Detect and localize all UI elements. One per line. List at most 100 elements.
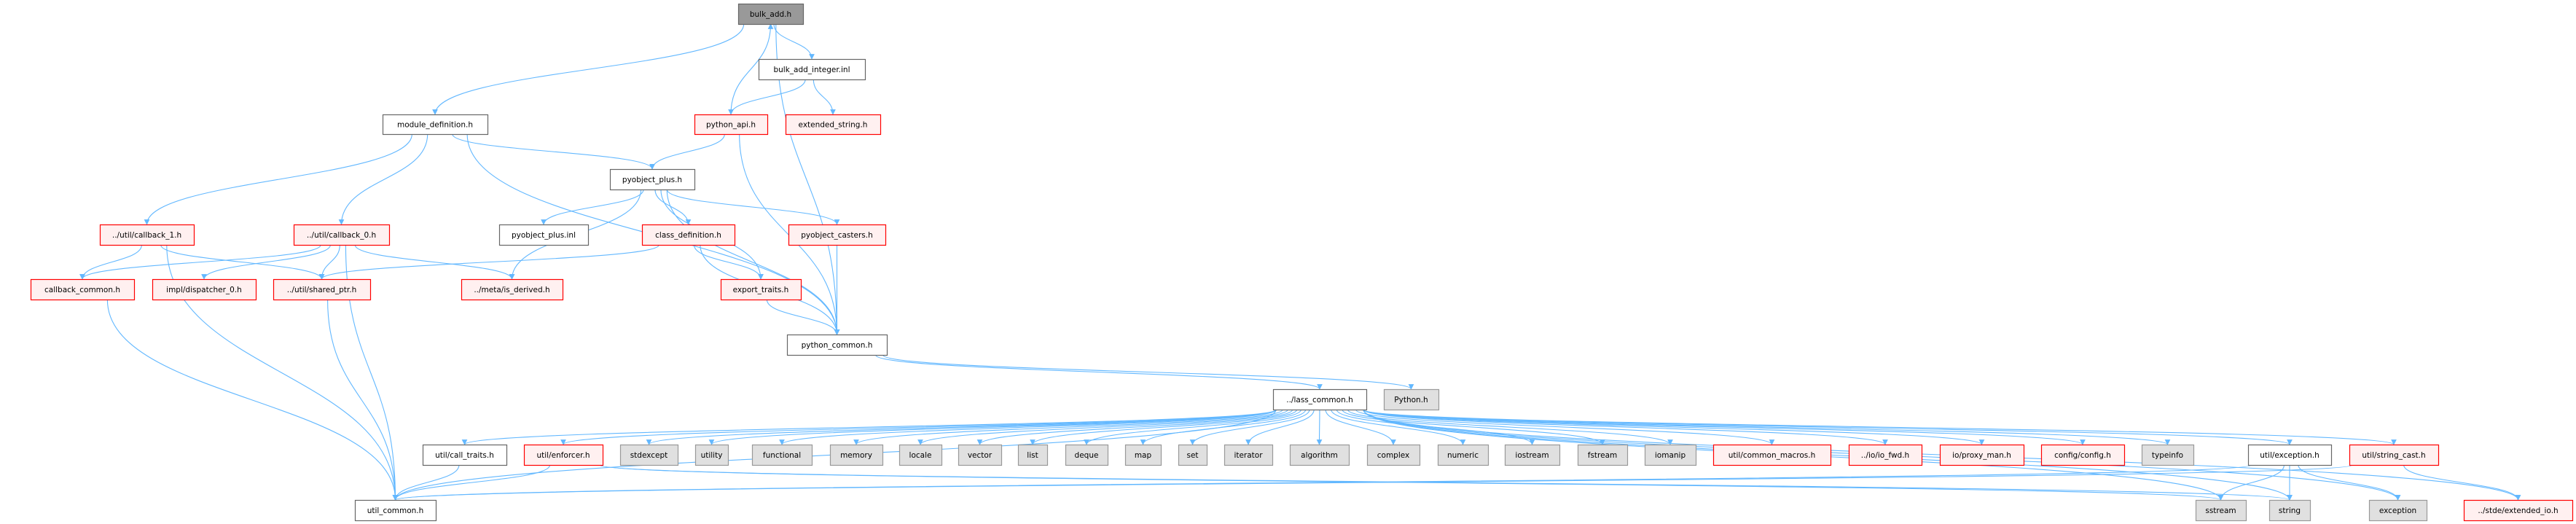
node-typeinfo[interactable]: typeinfo — [2141, 444, 2195, 466]
node-box — [788, 224, 887, 246]
node-python-common[interactable]: python_common.h — [786, 334, 888, 356]
node-algorithm[interactable]: algorithm — [1289, 444, 1350, 466]
edge-pyobject_plus-to-pyobject_plus_inl — [541, 189, 644, 225]
edge-lass_common-to-memory — [853, 409, 1283, 445]
node-set[interactable]: set — [1178, 444, 1208, 466]
node-util-common[interactable]: util_common.h — [354, 499, 437, 522]
node-box — [2040, 444, 2126, 466]
node-sstream[interactable]: sstream — [2195, 499, 2247, 522]
node-python-api[interactable]: python_api.h — [694, 114, 769, 136]
node-list[interactable]: list — [1017, 444, 1049, 466]
node-label: util/exception.h — [2260, 451, 2319, 460]
node-box — [1017, 444, 1049, 466]
node-pyobject-plus-inl[interactable]: pyobject_plus.inl — [498, 224, 590, 246]
node-label: pyobject_casters.h — [801, 231, 873, 240]
nodes-layer: bulk_add.h bulk_add_integer.inl python_api… — [30, 3, 2574, 522]
node-class-definition[interactable]: class_definition.h — [641, 224, 736, 246]
edge-callback_common-to-util_common — [106, 299, 399, 501]
node-memory[interactable]: memory — [829, 444, 884, 466]
edge-pyobject_plus-to-pyobject_casters — [666, 189, 840, 225]
node-module-definition[interactable]: module_definition.h — [382, 114, 489, 136]
node-pyobject-casters[interactable]: pyobject_casters.h — [788, 224, 887, 246]
node-python-h[interactable]: Python.h — [1383, 388, 1440, 411]
node-label: vector — [968, 451, 993, 460]
edge-bulk_add-to-bulk_add_integer — [773, 23, 815, 60]
node-vector[interactable]: vector — [958, 444, 1003, 466]
edge-python_api-to-pyobject_plus — [649, 133, 725, 170]
node-shared-ptr[interactable]: ../util/shared_ptr.h — [273, 278, 372, 301]
node-label: config/config.h — [2054, 451, 2111, 460]
node-label: impl/dispatcher_0.h — [166, 286, 242, 294]
node-bulk-add[interactable]: bulk_add.h — [737, 3, 804, 26]
edge-module_definition-to-callback_0 — [338, 133, 428, 225]
edge-python_common-to-lass_common — [874, 354, 1323, 390]
node-callback-1[interactable]: ../util/callback_1.h — [99, 224, 195, 246]
node-numeric[interactable]: numeric — [1437, 444, 1489, 466]
edge-lass_common-to-string_cast — [1363, 409, 2397, 445]
node-label: ../lass_common.h — [1286, 396, 1352, 404]
node-box — [1504, 444, 1561, 466]
node-label: class_definition.h — [655, 231, 721, 240]
node-stdexcept[interactable]: stdexcept — [619, 444, 679, 466]
node-box — [609, 168, 696, 191]
node-io-fwd[interactable]: ../io/io_fwd.h — [1848, 444, 1923, 466]
node-string[interactable]: string — [2268, 499, 2311, 522]
node-box — [737, 3, 804, 26]
node-label: bulk_add.h — [750, 10, 791, 19]
node-iomanip[interactable]: iomanip — [1644, 444, 1697, 466]
node-call-traits[interactable]: util/call_traits.h — [422, 444, 508, 466]
node-label: iostream — [1515, 451, 1549, 460]
node-exception[interactable]: exception — [2368, 499, 2428, 522]
edge-lass_common-to-iterator — [1245, 409, 1315, 445]
edge-lass_common-to-iomanip — [1347, 409, 1673, 445]
edge-class_definition-to-shared_ptr — [318, 244, 659, 280]
node-bulk-add-integer[interactable]: bulk_add_integer.inl — [758, 58, 866, 81]
node-common-macros[interactable]: util/common_macros.h — [1712, 444, 1832, 466]
node-label: map — [1135, 451, 1152, 460]
node-label: ../stde/extended_io.h — [2478, 507, 2558, 515]
edge-lass_common-to-locale — [917, 409, 1288, 445]
node-functional[interactable]: functional — [751, 444, 813, 466]
node-deque[interactable]: deque — [1065, 444, 1109, 466]
edge-python_api-to-python_common — [739, 133, 840, 335]
edge-bulk_add_integer-to-extended_string — [813, 79, 836, 115]
node-label: ../meta/is_derived.h — [474, 286, 549, 294]
node-extended-string[interactable]: extended_string.h — [785, 114, 882, 136]
edge-lass_common-to-enforcer — [560, 409, 1277, 445]
edge-lass_common-to-stdexcept — [646, 409, 1277, 445]
node-fstream[interactable]: fstream — [1577, 444, 1629, 466]
node-callback-0[interactable]: ../util/callback_0.h — [293, 224, 391, 246]
node-iostream[interactable]: iostream — [1504, 444, 1561, 466]
edge-exception_h-to-exception — [2298, 464, 2401, 501]
node-exception-h[interactable]: util/exception.h — [2247, 444, 2333, 466]
node-export-traits[interactable]: export_traits.h — [720, 278, 802, 301]
node-complex[interactable]: complex — [1366, 444, 1421, 466]
node-iterator[interactable]: iterator — [1224, 444, 1274, 466]
node-is-derived[interactable]: ../meta/is_derived.h — [461, 278, 564, 301]
node-label: module_definition.h — [397, 121, 473, 130]
node-box — [523, 444, 604, 466]
node-config[interactable]: config/config.h — [2040, 444, 2126, 466]
node-dispatcher-0[interactable]: impl/dispatcher_0.h — [152, 278, 257, 301]
node-callback-common[interactable]: callback_common.h — [30, 278, 136, 301]
edge-string_cast-to-extended_io — [2403, 464, 2521, 501]
node-lass-common[interactable]: ../lass_common.h — [1272, 388, 1368, 411]
node-box — [1124, 444, 1162, 466]
node-box — [293, 224, 391, 246]
node-proxy-man[interactable]: io/proxy_man.h — [1939, 444, 2025, 466]
node-extended-io[interactable]: ../stde/extended_io.h — [2463, 499, 2574, 522]
node-box — [751, 444, 813, 466]
edge-callback_0-to-callback_common — [79, 244, 321, 280]
node-string-cast[interactable]: util/string_cast.h — [2349, 444, 2440, 466]
node-box — [1939, 444, 2025, 466]
node-enforcer[interactable]: util/enforcer.h — [523, 444, 604, 466]
node-map[interactable]: map — [1124, 444, 1162, 466]
node-pyobject-plus[interactable]: pyobject_plus.h — [609, 168, 696, 191]
edge-class_definition-to-export_traits — [693, 244, 764, 280]
edge-lass_common-to-config — [1363, 409, 2086, 445]
node-locale[interactable]: locale — [899, 444, 943, 466]
edge-pyobject_plus-to-class_definition — [654, 189, 692, 225]
node-label: export_traits.h — [733, 286, 789, 294]
node-utility[interactable]: utility — [694, 444, 729, 466]
